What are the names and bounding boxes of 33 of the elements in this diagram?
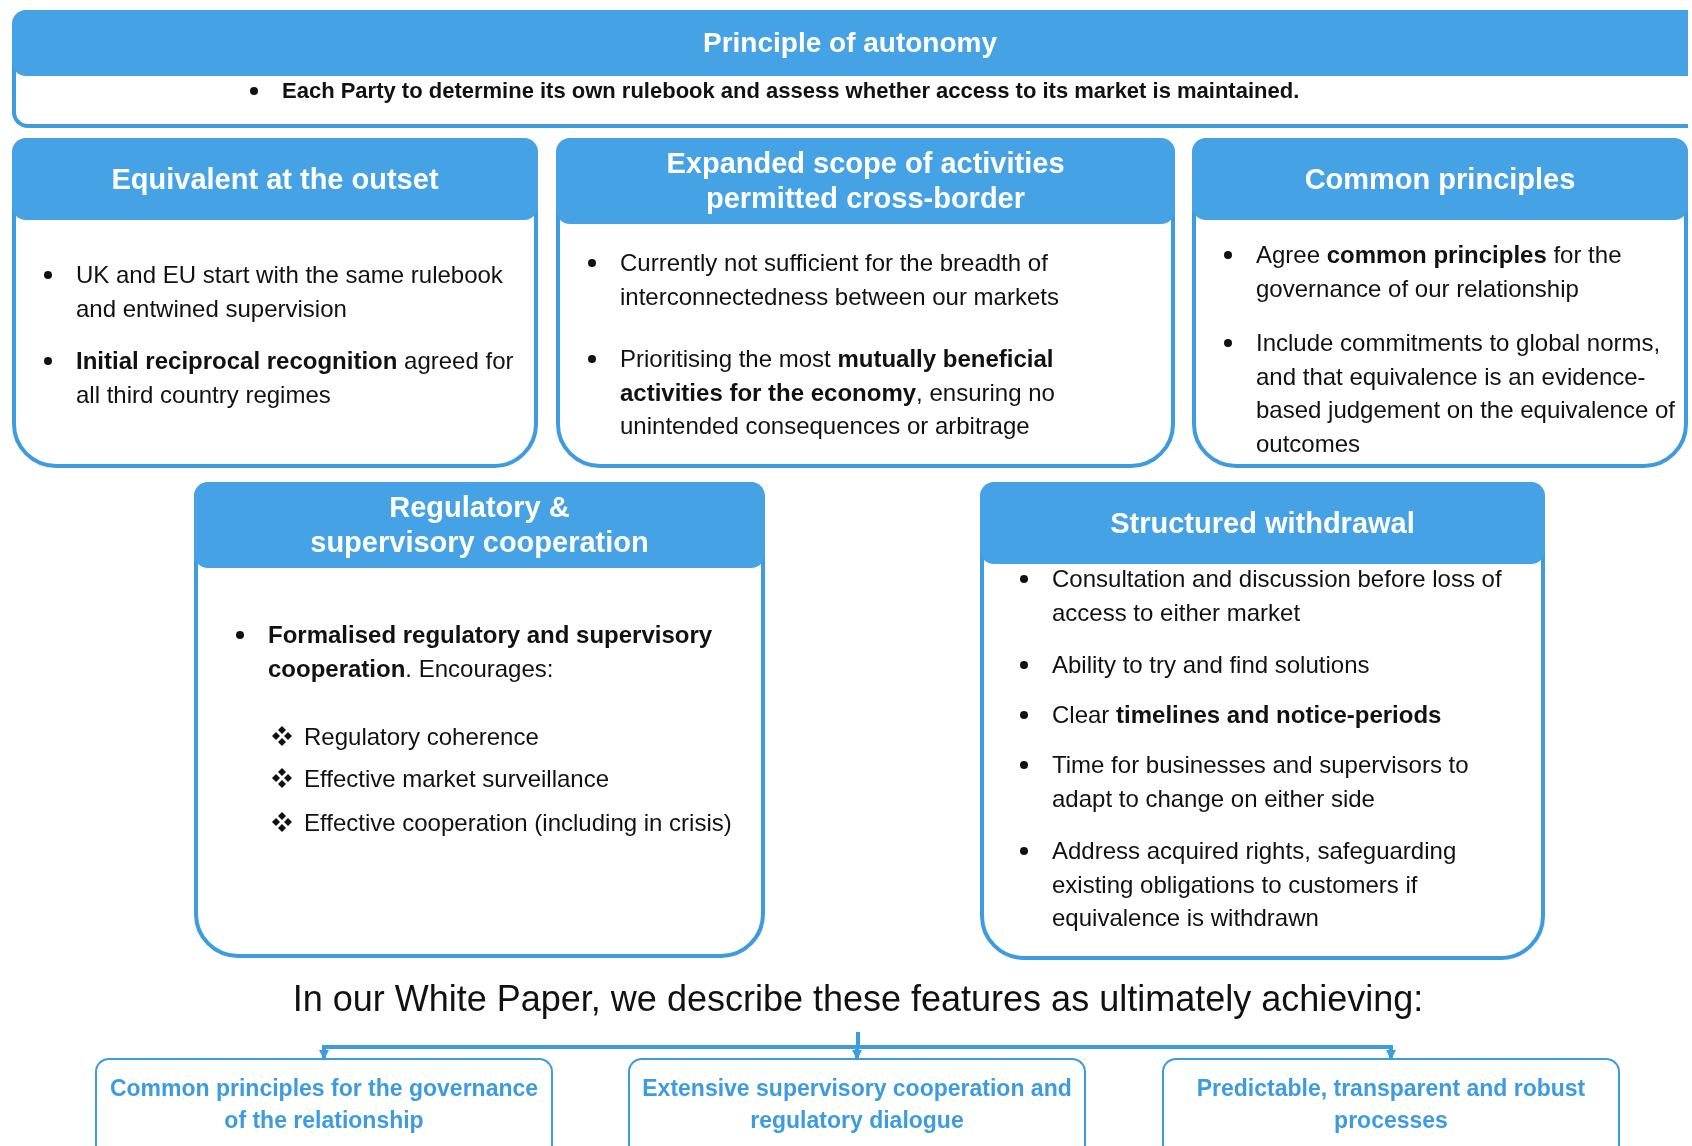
- summary-text: In our White Paper, we describe these features as ultimately achieving:: [200, 978, 1516, 1020]
- content-card: [12, 10, 1688, 128]
- arrow: [856, 1032, 1396, 1060]
- bullet-text: Clear timelines and notice-periods: [1016, 698, 1516, 732]
- card-header: Common principles: [1192, 138, 1688, 220]
- card-header: Equivalent at the outset: [12, 138, 538, 220]
- outcome-box: Common principles for the governance of the relationship: [95, 1058, 553, 1146]
- content-card: [12, 138, 538, 468]
- content-card: [556, 138, 1175, 468]
- bullet-text: Address acquired rights, safeguarding existing obligations to customers if equivalence is withdrawn: [1016, 834, 1516, 935]
- bullet-text: Ability to try and find solutions: [1016, 648, 1516, 682]
- card-header: Expanded scope of activities permitted cross-border: [556, 138, 1175, 224]
- sub-bullet-text: Effective cooperation (including in crisis): [268, 806, 738, 840]
- bullet-text: Initial reciprocal recognition agreed for all third country regimes: [40, 344, 520, 412]
- content-card: [194, 482, 765, 958]
- content-card: [1192, 138, 1688, 468]
- sub-bullet-text: Regulatory coherence: [268, 720, 738, 754]
- outcome-box: Predictable, transparent and robust processes: [1162, 1058, 1620, 1146]
- card-header: Regulatory & supervisory cooperation: [194, 482, 765, 568]
- bullet-text: Agree common principles for the governance of our relationship: [1220, 238, 1682, 306]
- content-card: [980, 482, 1545, 960]
- bullet-text: UK and EU start with the same rulebook and entwined supervision: [40, 258, 520, 326]
- sub-bullet-text: Effective market surveillance: [268, 762, 738, 796]
- bullet-text: Each Party to determine its own rulebook and assess whether access to its market is maintained.: [246, 76, 1300, 107]
- card-header: Principle of autonomy: [12, 10, 1688, 76]
- bullet-text: Prioritising the most mutually beneficial activities for the economy, ensuring no unintended consequences or arbitrage: [584, 342, 1154, 443]
- bullet-text: Include commitments to global norms, and that equivalence is an evidence-based judgement on the equivalence of outcomes: [1220, 326, 1682, 461]
- bullet-text: Consultation and discussion before loss of access to either market: [1016, 562, 1516, 630]
- card-header: Structured withdrawal: [980, 482, 1545, 564]
- bullet-text: Currently not sufficient for the breadth of interconnectedness between our markets: [584, 246, 1154, 314]
- bullet-text: Time for businesses and supervisors to adapt to change on either side: [1016, 748, 1516, 816]
- outcome-box: Extensive supervisory cooperation and regulatory dialogue: [628, 1058, 1086, 1146]
- bullet-text: Formalised regulatory and supervisory cooperation. Encourages:: [232, 618, 732, 686]
